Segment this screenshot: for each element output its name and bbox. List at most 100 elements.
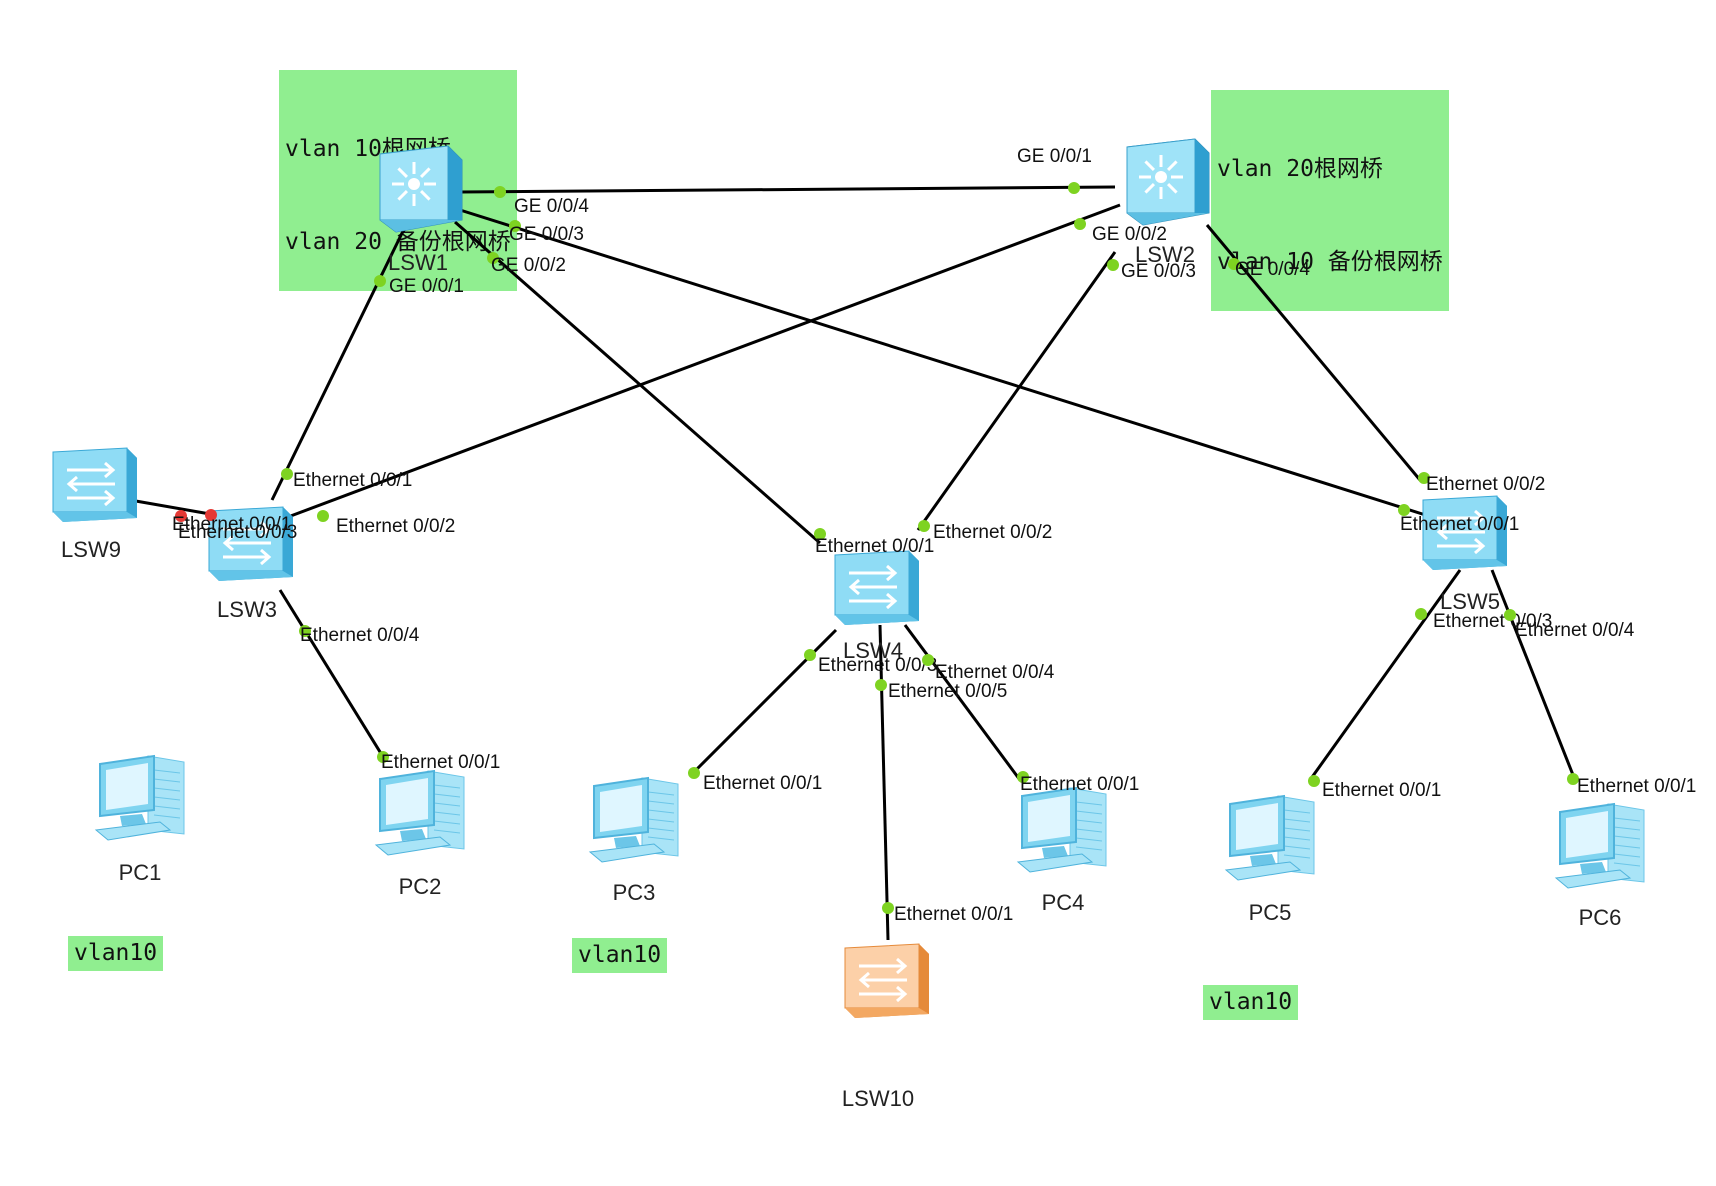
device-label-pc6: PC6 <box>1579 905 1622 930</box>
device-label-lsw1: LSW1 <box>388 250 448 275</box>
access-switch-icon[interactable] <box>834 550 919 625</box>
port-label: Ethernet 0/0/4 <box>1515 620 1635 641</box>
port-dot <box>1415 608 1427 620</box>
note-pc1-vlan: vlan10 <box>68 936 164 971</box>
device-label-pc3: PC3 <box>613 880 656 905</box>
port-label: Ethernet 0/0/3 <box>1433 611 1552 632</box>
port-label: Ethernet 0/0/3 <box>818 655 937 676</box>
core-switch-icon[interactable] <box>379 145 463 233</box>
port-label: Ethernet 0/0/1 <box>703 773 822 794</box>
port-label: GE 0/0/3 <box>1121 261 1196 282</box>
port-dot <box>1308 775 1320 787</box>
port-dot <box>487 252 499 264</box>
port-label: Ethernet 0/0/1 <box>815 536 934 557</box>
access-switch-inactive-icon[interactable] <box>844 943 929 1018</box>
links-layer <box>129 185 1577 941</box>
port-dot <box>509 220 521 232</box>
port-dot <box>374 275 386 287</box>
link-lsw1-lsw4[interactable] <box>454 220 821 545</box>
port-label: GE 0/0/2 <box>491 255 566 276</box>
port-label: Ethernet 0/0/1 <box>894 904 1013 925</box>
port-dot <box>875 679 887 691</box>
link-lsw1-lsw5[interactable] <box>459 208 1436 520</box>
port-label: GE 0/0/3 <box>509 224 584 245</box>
port-dot <box>1504 609 1516 621</box>
link-lsw4-lsw10[interactable] <box>878 624 890 941</box>
port-label: Ethernet 0/0/1 <box>1577 776 1696 797</box>
port-label: GE 0/0/4 <box>1235 259 1310 280</box>
link-lsw1-lsw2[interactable] <box>459 185 1116 194</box>
port-label: Ethernet 0/0/1 <box>1322 780 1441 801</box>
note-pc5-vlan: vlan10 <box>1203 985 1299 1020</box>
device-label-lsw9: LSW9 <box>61 537 121 562</box>
pc-icon[interactable] <box>1016 786 1107 873</box>
port-label: Ethernet 0/0/1 <box>1020 774 1139 795</box>
port-label: Ethernet 0/0/1 <box>172 514 291 535</box>
port-label: Ethernet 0/0/1 <box>1400 514 1519 535</box>
pc-icon[interactable] <box>588 776 679 863</box>
link-lsw1-lsw3[interactable] <box>270 226 407 501</box>
port-dot <box>175 510 187 522</box>
port-label: Ethernet 0/0/1 <box>293 470 412 491</box>
port-dot <box>1074 218 1086 230</box>
access-switch-icon[interactable] <box>52 447 137 522</box>
port-dot <box>317 510 329 522</box>
port-label: Ethernet 0/0/4 <box>935 662 1055 683</box>
link-lsw3-pc2[interactable] <box>278 589 387 761</box>
link-lsw5-pc5[interactable] <box>1308 569 1462 781</box>
pc-icon[interactable] <box>1554 802 1645 889</box>
port-dot <box>1228 258 1240 270</box>
port-label: GE 0/0/2 <box>1092 224 1167 245</box>
port-label: GE 0/0/4 <box>514 196 589 217</box>
port-label: Ethernet 0/0/1 <box>381 752 500 773</box>
note-line: vlan 20 备份根网桥 <box>285 229 511 255</box>
port-dot <box>688 767 700 779</box>
port-label: Ethernet 0/0/2 <box>933 522 1052 543</box>
port-dot <box>1398 504 1410 516</box>
device-label-lsw4: LSW4 <box>843 638 903 663</box>
pc-icon[interactable] <box>1224 794 1315 881</box>
port-label: Ethernet 0/0/4 <box>300 625 420 646</box>
link-lsw4-pc4[interactable] <box>903 624 1022 781</box>
link-lsw2-lsw5[interactable] <box>1205 224 1422 481</box>
port-label: GE 0/0/1 <box>1017 146 1092 167</box>
port-dot <box>1567 773 1579 785</box>
device-label-lsw2: LSW2 <box>1135 242 1195 267</box>
port-dot <box>918 520 930 532</box>
note-line: vlan 20根网桥 <box>1217 156 1383 182</box>
port-label: GE 0/0/1 <box>389 276 464 297</box>
device-label-lsw3: LSW3 <box>217 597 277 622</box>
port-label: Ethernet 0/0/5 <box>888 681 1007 702</box>
pc-icon[interactable] <box>374 769 465 856</box>
device-label-pc1: PC1 <box>119 860 162 885</box>
port-dot <box>1017 771 1029 783</box>
access-switch-icon[interactable] <box>1422 495 1507 570</box>
link-lsw2-lsw3[interactable] <box>279 203 1121 522</box>
port-dot <box>494 186 506 198</box>
device-label-pc4: PC4 <box>1042 890 1085 915</box>
port-dot <box>299 625 311 637</box>
link-lsw2-lsw4[interactable] <box>916 251 1117 531</box>
port-dot <box>814 528 826 540</box>
port-dot <box>882 902 894 914</box>
link-lsw3-lsw9[interactable] <box>129 498 211 516</box>
core-switch-icon[interactable] <box>1126 138 1210 226</box>
port-dot <box>281 468 293 480</box>
port-dot <box>377 751 389 763</box>
port-label: Ethernet 0/0/2 <box>336 516 455 537</box>
link-lsw5-pc6[interactable] <box>1490 569 1577 781</box>
device-label-lsw5: LSW5 <box>1440 589 1500 614</box>
device-label-lsw10: LSW10 <box>842 1086 914 1111</box>
device-label-pc2: PC2 <box>399 874 442 899</box>
note-pc3-vlan: vlan10 <box>572 938 668 973</box>
port-dot <box>922 654 934 666</box>
access-switch-icon[interactable] <box>208 506 293 581</box>
port-dot <box>1068 182 1080 194</box>
note-lsw1-root: vlan 10根网桥 vlan 20 备份根网桥 <box>279 70 517 291</box>
pc-icon[interactable] <box>94 754 185 841</box>
port-label: Ethernet 0/0/2 <box>1426 474 1545 495</box>
port-label: Ethernet 0/0/3 <box>178 522 297 543</box>
